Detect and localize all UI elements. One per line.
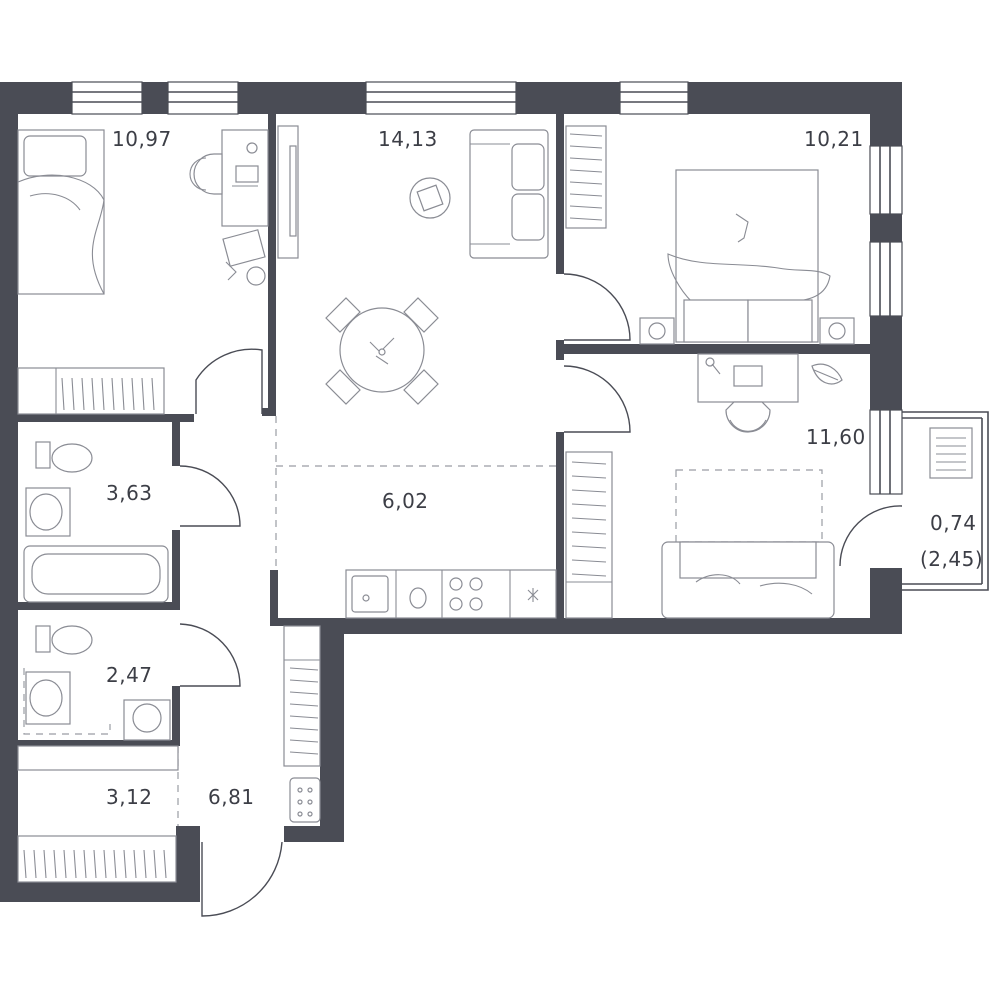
area-label-kitchen: 6,02 [382, 489, 429, 513]
area-label-balcony-full: (2,45) [920, 547, 983, 571]
windows [71, 81, 903, 495]
balcony [902, 411, 989, 591]
plant [811, 363, 843, 385]
chair-left [189, 153, 223, 195]
rug-item [409, 177, 451, 219]
area-label-bedroom-left: 10,97 [112, 127, 172, 151]
chair-bottom-right [725, 401, 771, 433]
area-labels: 10,97 14,13 10,21 11,60 6,02 3,63 2,47 3… [106, 127, 983, 809]
area-label-balcony: 0,74 [930, 511, 977, 535]
toys [222, 229, 266, 286]
outer-walls [0, 82, 902, 902]
dining-table [339, 307, 425, 393]
bathroom-fixtures [23, 441, 169, 603]
tv-unit [277, 125, 299, 259]
wardrobe-bottom-right [565, 451, 613, 619]
doors [179, 273, 903, 917]
bed-top-right [667, 169, 831, 343]
area-label-storage: 3,12 [106, 785, 153, 809]
area-label-hallway: 6,81 [208, 785, 255, 809]
area-label-bedroom-bottom-right: 11,60 [806, 425, 866, 449]
area-label-toilet: 2,47 [106, 663, 153, 687]
dining-chairs [325, 297, 439, 405]
nightstands-top-right [639, 317, 855, 345]
hallway-wardrobe [283, 625, 321, 823]
interior-walls [18, 114, 870, 746]
balcony-chair [929, 427, 973, 479]
sofa-living [469, 129, 549, 259]
area-label-living-room: 14,13 [378, 127, 438, 151]
sofa-bottom-right [661, 541, 835, 619]
wardrobe-top-right [565, 125, 607, 229]
desk-left [221, 129, 269, 227]
toilet-fixtures [23, 625, 171, 741]
area-label-bathroom: 3,63 [106, 481, 153, 505]
area-label-bedroom-top-right: 10,21 [804, 127, 864, 151]
kitchen-counter [345, 569, 557, 619]
desk-bottom-right [697, 353, 799, 403]
storage-shelves [17, 745, 179, 883]
bed-left [17, 129, 105, 295]
wardrobe-left [17, 367, 165, 415]
